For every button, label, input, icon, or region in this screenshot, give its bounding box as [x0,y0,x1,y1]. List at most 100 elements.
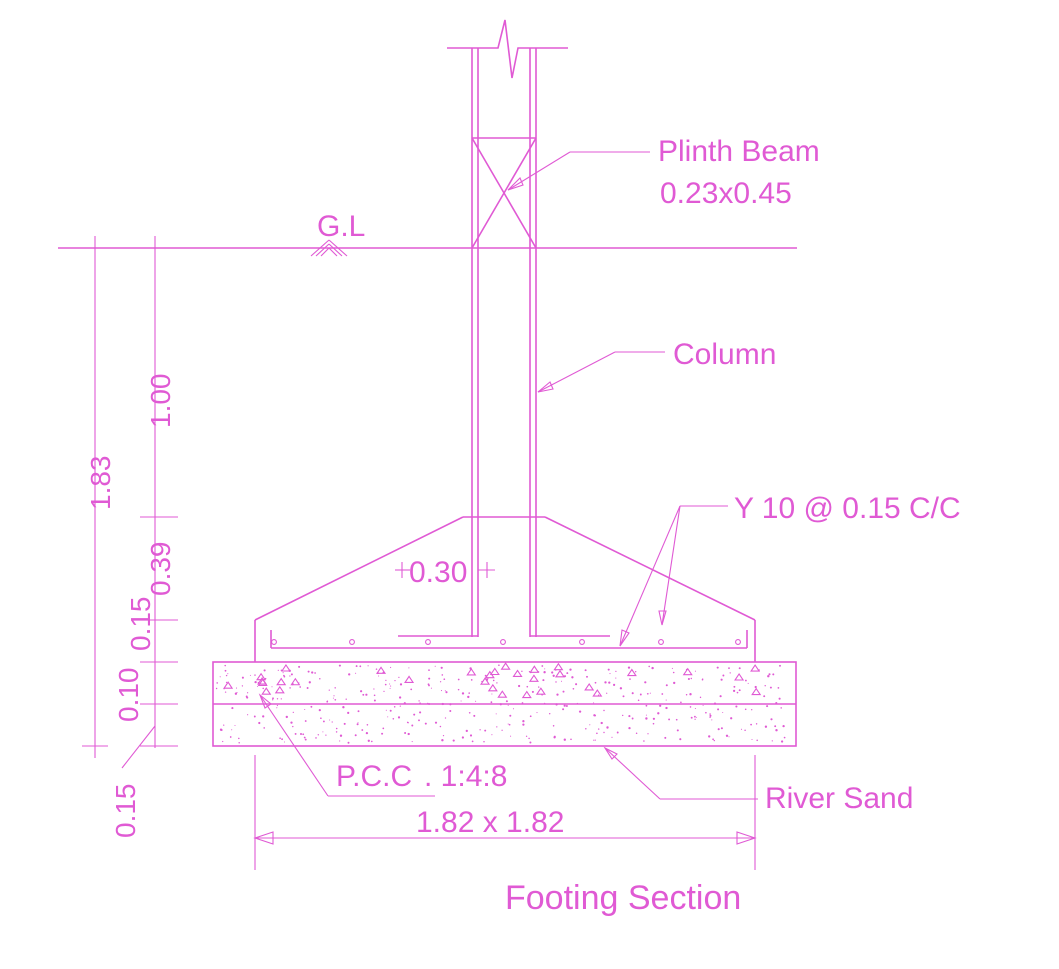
hatch-dot [585,728,587,730]
hatch-dot [298,665,301,668]
hatch-dot [318,709,321,712]
hatch-dot [428,669,430,671]
hatch-dot [236,692,238,694]
hatch-dot [294,732,297,735]
column-width-label: 0.30 [409,556,467,589]
hatch-dot [728,736,730,738]
hatch-triangle [223,681,234,689]
hatch-dot [645,714,647,716]
hatch-dot [235,687,238,689]
hatch-dot [281,738,283,741]
hatch-dot [648,665,650,668]
hatch-dot [292,711,294,714]
hatch-dot [744,708,747,711]
hatch-dot [665,699,667,701]
hatch-dot [744,679,747,682]
hatch-dot [720,727,723,730]
hatch-dot [672,671,675,674]
hatch-dot [702,704,704,706]
hatch-dot [355,665,358,668]
column-leader [537,351,665,393]
hatch-dot [709,716,711,719]
hatch-dot [434,721,438,724]
hatch-dot [471,740,474,743]
hatch-dot [562,708,565,711]
hatch-dot [756,739,758,742]
hatch-dot [246,696,249,699]
hatch-dot [521,702,524,704]
hatch-dot [689,706,692,708]
hatch-dot [403,702,406,705]
hatch-dot [729,672,731,674]
hatch-dot [536,712,538,714]
hatch-dot [645,717,648,720]
hatch-dot [382,727,385,730]
hatch-dot [705,711,707,714]
dim-overlap-depth: 0.10 [113,668,144,723]
hatch-dot [766,705,769,708]
hatch-dot [370,740,373,743]
hatch-dot [657,712,660,715]
hatch-dot [241,685,244,687]
hatch-dot [751,738,753,741]
hatch-dot [258,721,261,725]
hatch-dot [735,705,738,708]
hatch-dot [593,714,596,717]
hatch-dot [319,677,321,680]
hatch-triangle [682,667,693,676]
hatch-dot [555,681,557,683]
hatch-dot [254,674,256,676]
hatch-dot [234,692,238,695]
hatch-dot [775,701,778,705]
hatch-dot [457,678,460,681]
hatch-dot [576,702,579,705]
hatch-dot [484,729,487,732]
hatch-dot [661,693,664,695]
hatch-dot [607,668,610,671]
hatch-dot [306,687,309,689]
hatch-dot [419,711,422,714]
hatch-dot [548,712,551,715]
hatch-dot [711,719,713,721]
hatch-triangle [512,669,523,678]
hatch-dot [424,722,427,725]
hatch-dot [668,718,671,721]
hatch-dot [619,687,623,690]
hatch-dot [378,675,380,677]
hatch-dot [613,683,616,687]
hatch-dot [701,678,704,681]
hatch-dot [460,700,462,702]
hatch-dot [404,732,407,734]
hatch-dot [639,693,642,696]
hatch-dot [254,680,257,684]
hatch-dot [393,706,396,708]
hatch-dot [750,723,752,726]
hatch-dot [722,711,724,714]
hatch-dot [780,740,784,743]
hatch-dot [616,731,619,734]
hatch-dot [354,734,357,737]
hatch-dot [484,674,487,677]
footing-outline [254,516,756,662]
hatch-dot [738,689,741,692]
hatch-triangle [466,667,477,676]
hatch-dot [754,685,757,689]
hatch-dot [763,695,766,698]
hatch-dot [708,735,711,738]
hatch-dot [461,736,465,739]
hatch-dot [334,687,336,689]
hatch-dot [597,694,600,696]
hatch-dot [596,732,598,735]
hatch-dot [283,674,285,677]
hatch-dot [343,722,346,725]
hatch-dot [689,693,692,696]
hatch-dot [528,670,531,673]
hatch-dot [467,695,470,699]
hatch-dot [390,685,392,687]
hatch-dot [253,715,256,718]
hatch-dot [457,688,460,691]
hatch-dot [234,724,236,727]
hatch-dot [394,679,396,682]
hatch-dot [778,697,781,700]
